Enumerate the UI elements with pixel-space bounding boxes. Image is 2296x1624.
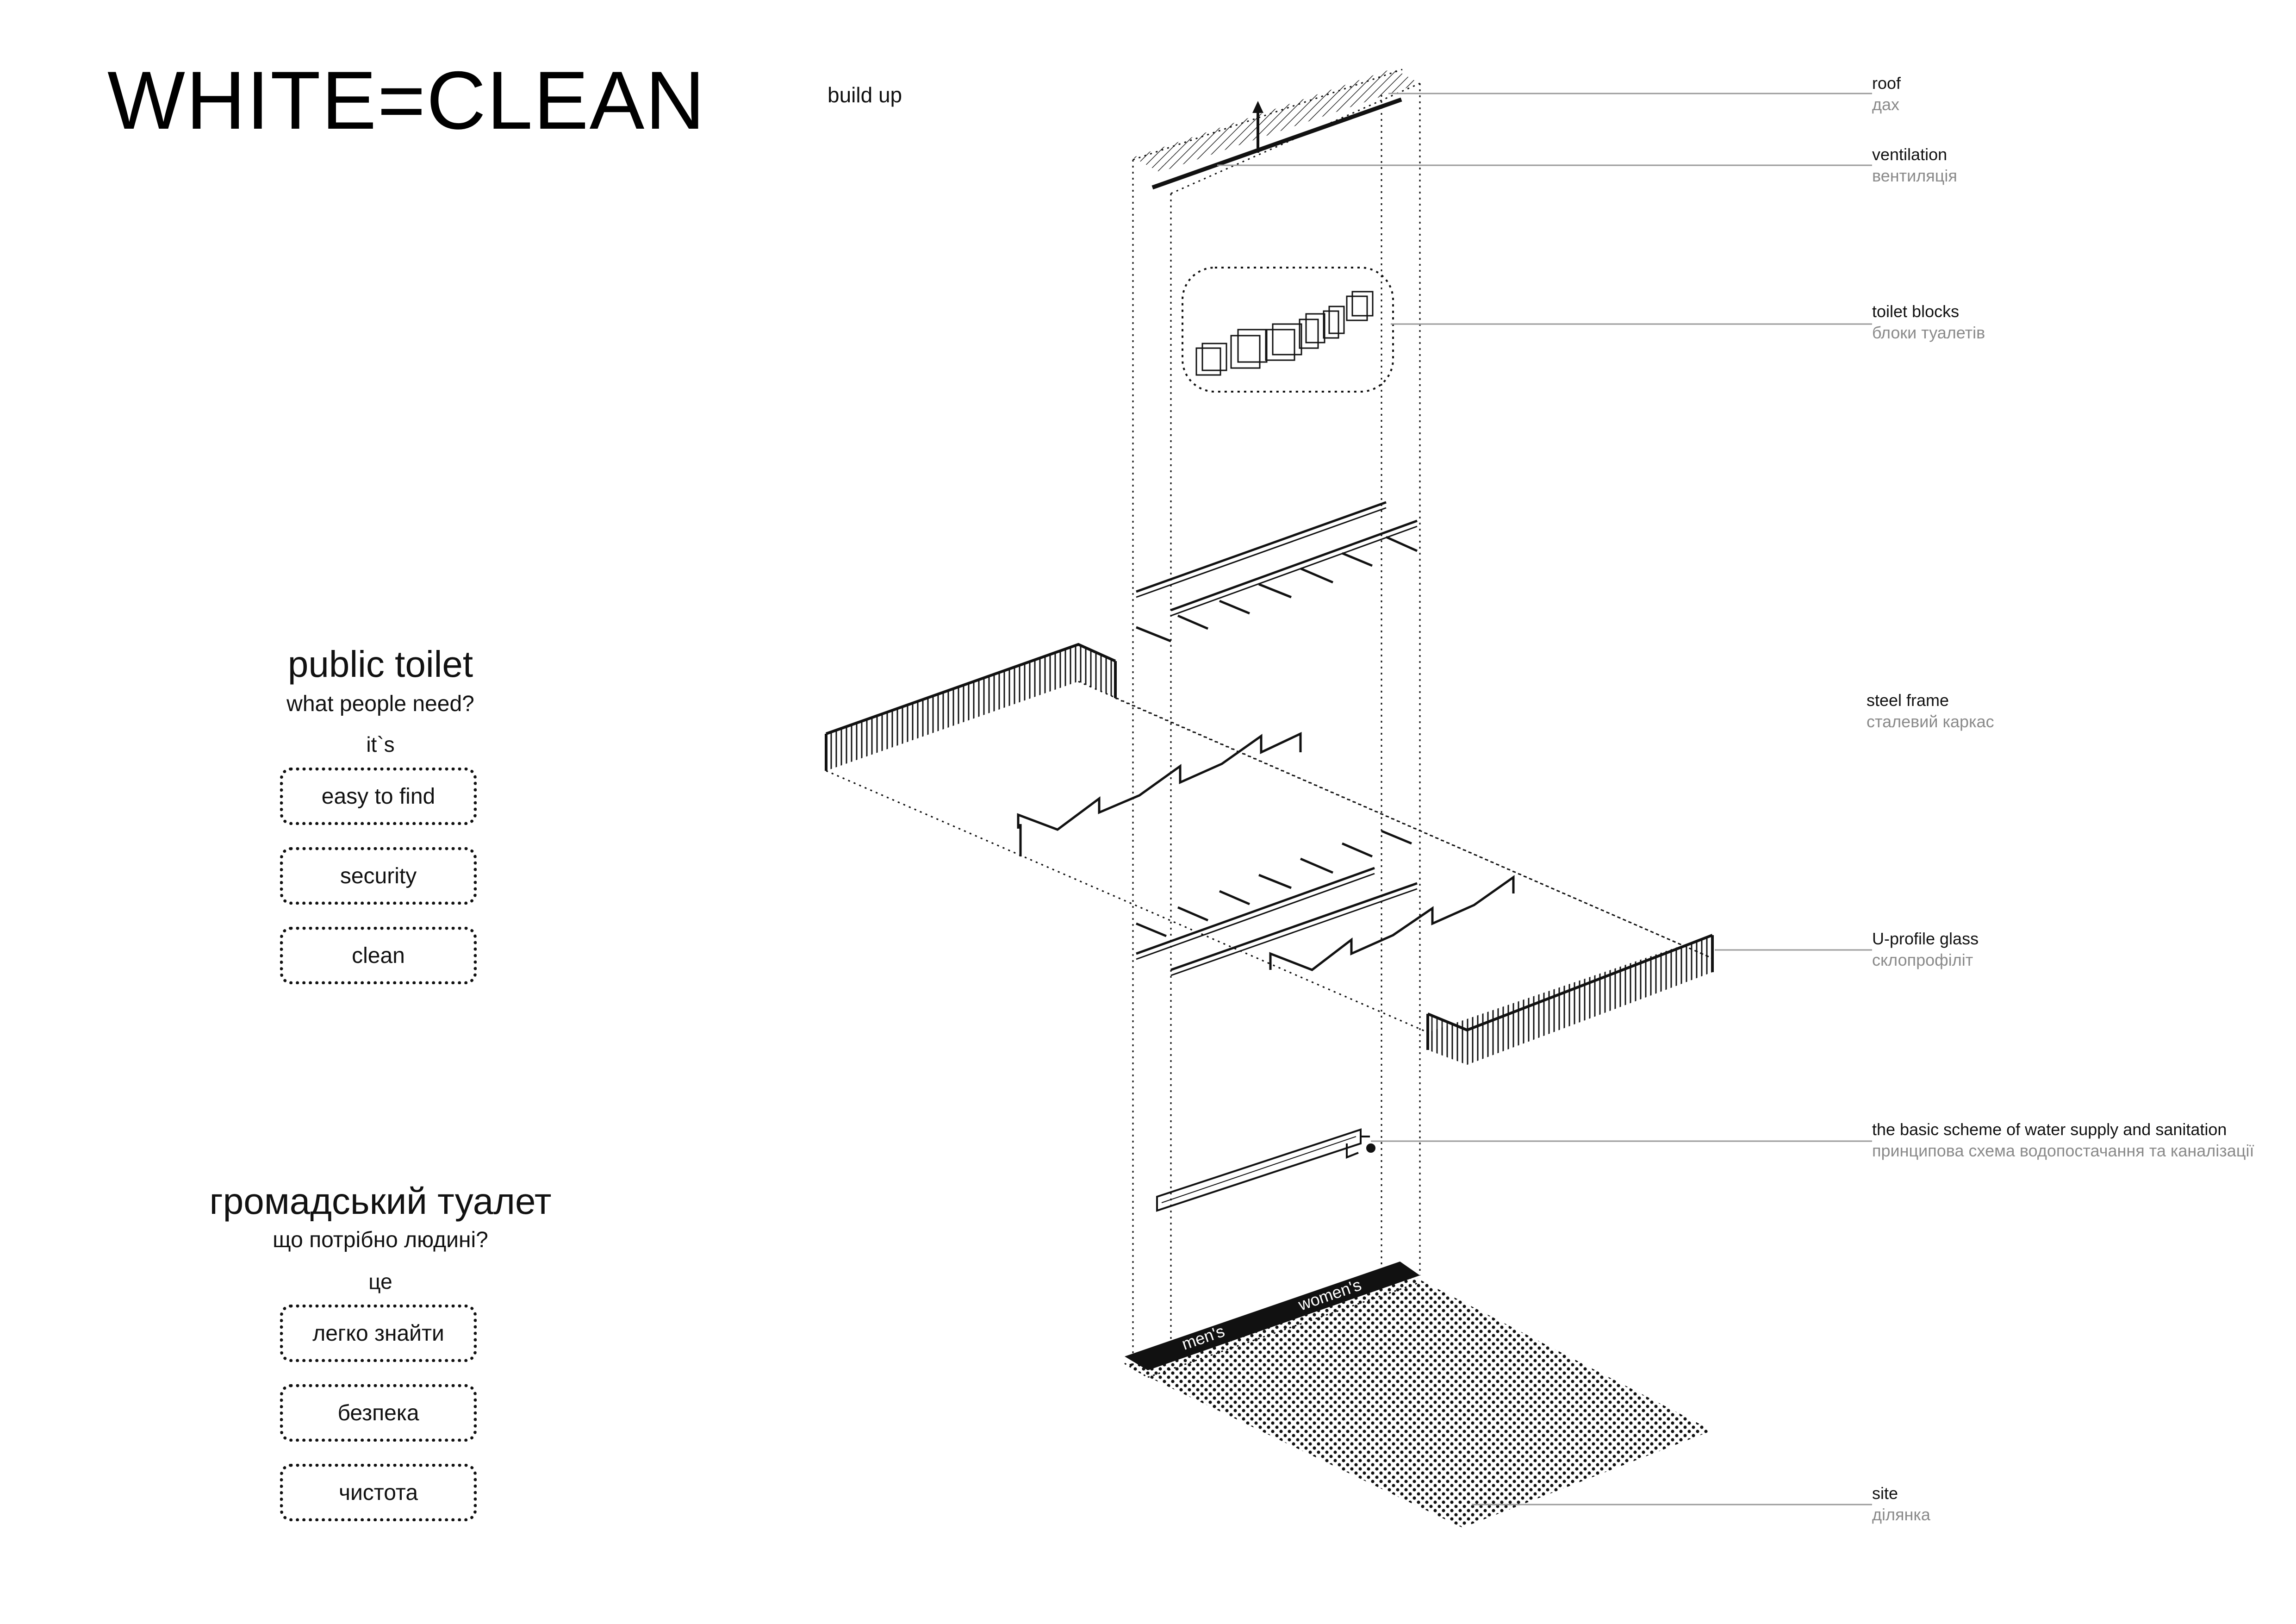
legend-label-en: roof	[1872, 74, 1901, 93]
panel-en-its: it`s	[366, 732, 395, 756]
legend-roof: roof дах	[1872, 75, 1901, 113]
toilet-blocks-drawing	[1182, 267, 1394, 393]
legend-label-ua: сталевий каркас	[1867, 712, 1994, 731]
leader-lines	[1217, 93, 1872, 1505]
legend-label-en: U-profile glass	[1872, 929, 1979, 948]
panel-en-heading: public toilet	[287, 643, 473, 685]
pill-chystota: чистота	[280, 1464, 477, 1521]
page-title: WHITE=CLEAN	[107, 54, 706, 146]
glass-wall-left	[825, 643, 1117, 771]
floor-plan-strip	[1124, 1262, 1420, 1378]
water-supply-drawing	[1156, 1128, 1375, 1212]
panel-ua-heading: громадський туалет	[209, 1181, 552, 1222]
legend-label-en: ventilation	[1872, 145, 1948, 164]
legend-label-ua: блоки туалетів	[1872, 323, 1985, 342]
legend-u-profile-glass: U-profile glass склопрофіліт	[1872, 931, 1979, 968]
pill-bezpeka: безпека	[280, 1384, 477, 1442]
legend-label-ua: ділянка	[1872, 1505, 1930, 1524]
legend-site: site ділянка	[1872, 1485, 1930, 1523]
legend-label-ua: принципова схема водопостачання та канал…	[1872, 1141, 2254, 1160]
legend-ventilation: ventilation вентиляція	[1872, 146, 1957, 184]
panel-en-question: what people need?	[286, 692, 474, 716]
legend-label-ua: вентиляція	[1872, 166, 1957, 185]
steel-frame-middle	[1017, 732, 1515, 976]
legend-label-en: the basic scheme of water supply and san…	[1872, 1120, 2227, 1139]
steel-frame-upper	[1136, 501, 1418, 643]
legend-label-en: steel frame	[1867, 691, 1949, 710]
roof-drawing	[1133, 69, 1420, 190]
legend-steel-frame: steel frame сталевий каркас	[1867, 692, 1994, 730]
build-up-label: build up	[828, 83, 902, 107]
legend-label-ua: дах	[1872, 95, 1900, 114]
site-drawing	[1125, 1275, 1712, 1528]
pill-legko-znaity: легко знайти	[280, 1305, 477, 1362]
glass-wall-right	[1426, 934, 1714, 1065]
floor-plane-outline	[826, 681, 1713, 1033]
pill-security: security	[280, 847, 477, 905]
panel-ua-question: що потрібно людині?	[273, 1228, 488, 1252]
legend-label-en: site	[1872, 1484, 1898, 1503]
projection-lines	[1132, 69, 1421, 1368]
legend-label-en: toilet blocks	[1872, 302, 1960, 321]
legend-toilet-blocks: toilet blocks блоки туалетів	[1872, 303, 1985, 341]
legend-label-ua: склопрофіліт	[1872, 950, 1973, 969]
pill-clean: clean	[280, 927, 477, 984]
panel-ua-its: це	[368, 1269, 392, 1293]
pill-easy-to-find: easy to find	[280, 768, 477, 825]
legend-water-supply: the basic scheme of water supply and san…	[1872, 1121, 2254, 1159]
